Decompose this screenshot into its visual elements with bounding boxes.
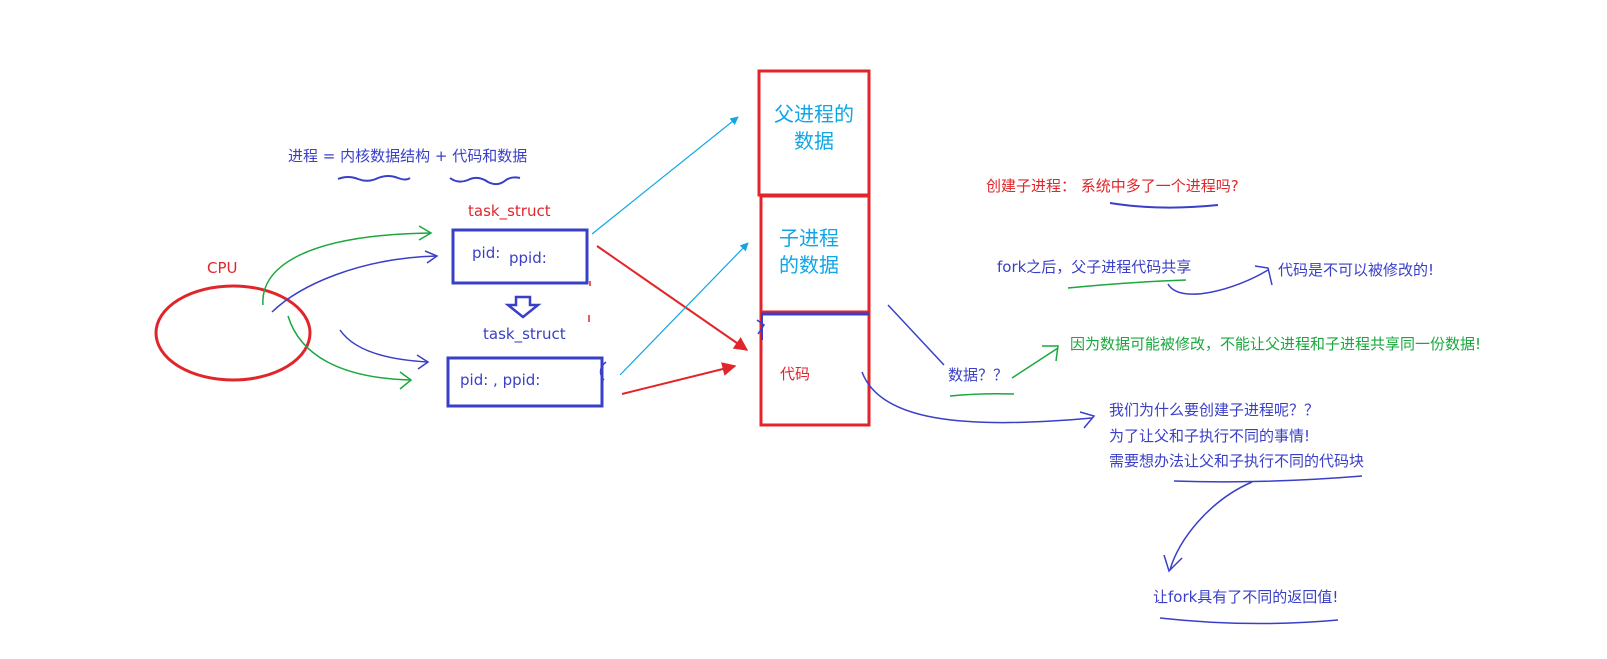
bottom-box-blue-hook <box>599 361 607 381</box>
data-question-label: 数据？？ <box>948 366 1009 384</box>
equation-underline-right <box>449 176 521 186</box>
parent-data-line1: 父进程的 <box>774 102 854 126</box>
why-create-line2: 为了让父和子执行不同的事情! <box>1109 427 1311 445</box>
cpu-to-top-green-curve <box>262 232 431 306</box>
code-readonly-label: 代码是不可以被修改的! <box>1278 261 1435 279</box>
cpu-to-bottom-green-curve <box>287 315 411 381</box>
cpu-to-bottom-blue-arrowhead <box>416 354 430 370</box>
why-underline <box>1173 475 1363 483</box>
bottom-to-code-arrow <box>621 362 737 395</box>
cpu-label: CPU <box>207 259 238 277</box>
parent-data-label: 父进程的 数据 <box>759 101 869 155</box>
data-question-underline <box>949 393 1015 397</box>
code-to-why-arrowhead <box>1079 411 1096 429</box>
create-question-underline <box>1109 202 1219 209</box>
top-to-code-arrow <box>596 245 749 351</box>
fork-to-readonly-arrowhead <box>1254 265 1273 286</box>
child-data-line2: 的数据 <box>779 253 839 277</box>
code-to-why-curve <box>861 371 1093 424</box>
task-struct-top-box <box>451 228 589 285</box>
task-struct-bottom-label: task_struct <box>483 325 566 343</box>
task-struct-top-label: task_struct <box>468 202 551 220</box>
equation-label: 进程 = 内核数据结构 + 代码和数据 <box>288 147 528 165</box>
fork-to-readonly-curve <box>1167 269 1269 295</box>
cpu-to-top-blue-curve <box>271 255 438 313</box>
task-struct-bottom-box <box>446 356 604 408</box>
child-data-line1: 子进程 <box>779 226 839 250</box>
code-box <box>759 311 871 427</box>
data-reason-label: 因为数据可能被修改，不能让父进程和子进程共享同一份数据! <box>1070 335 1482 353</box>
cpu-to-top-green-arrowhead <box>418 225 433 241</box>
fork-after-label: fork之后，父子进程代码共享 <box>997 258 1192 276</box>
top-to-parent-data-arrow <box>591 116 739 235</box>
parent-data-line2: 数据 <box>794 129 834 153</box>
bottom-to-child-data-arrow <box>619 242 749 376</box>
fork-return-label: 让fork具有了不同的返回值! <box>1153 588 1339 606</box>
pid-top-label: pid: <box>472 244 501 262</box>
code-label: 代码 <box>780 365 811 383</box>
cpu-to-top-blue-arrowhead <box>424 250 439 264</box>
data-question-to-reason-arrow <box>1011 347 1059 379</box>
why-create-line3: 需要想办法让父和子执行不同的代码块 <box>1109 452 1365 470</box>
fork-after-underline <box>1067 279 1187 289</box>
code-box-blue-hook <box>756 319 766 335</box>
data-question-to-reason-arrowhead <box>1042 345 1059 362</box>
fork-return-underline <box>1159 617 1339 625</box>
child-data-label: 子进程 的数据 <box>754 225 864 279</box>
hollow-down-arrow-icon <box>504 295 542 319</box>
create-child-question-label: 创建子进程： 系统中多了一个进程吗? <box>986 177 1239 195</box>
equation-underline-left <box>337 175 411 182</box>
why-to-fork-return-curve <box>1169 481 1253 571</box>
ppid-top-label: ppid: <box>509 249 547 267</box>
cpu-circle <box>154 284 312 382</box>
cpu-to-bottom-green-arrowhead <box>399 371 413 390</box>
why-create-line1: 我们为什么要创建子进程呢？？ <box>1109 401 1320 419</box>
cpu-to-bottom-blue-curve <box>339 329 429 363</box>
why-to-fork-return-arrowhead <box>1163 554 1183 573</box>
child-data-to-data-question-line <box>887 304 945 366</box>
pid-bottom-label: pid: , ppid: <box>460 371 541 389</box>
